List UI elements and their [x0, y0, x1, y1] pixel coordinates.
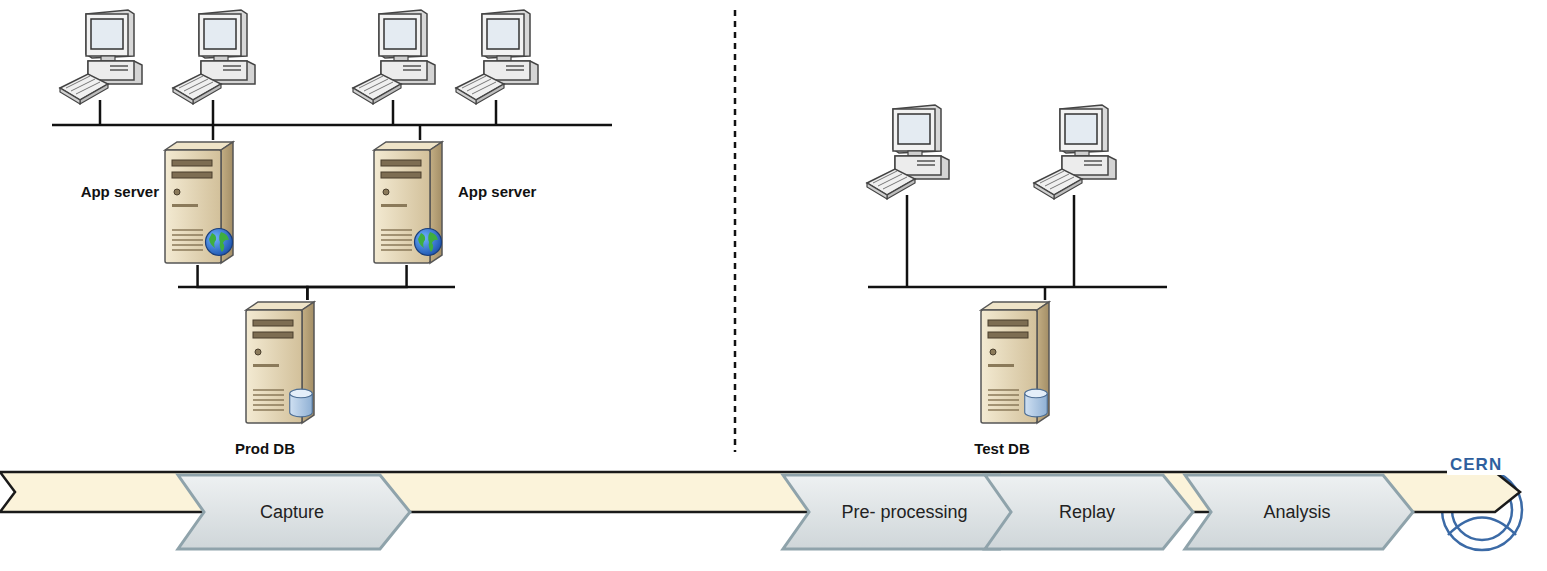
network-link	[198, 265, 308, 300]
production-network	[52, 100, 612, 287]
network-link	[307, 265, 406, 300]
step-label: Capture	[178, 475, 410, 549]
database-server: Test DB	[979, 300, 1051, 425]
server-label: App server	[51, 183, 159, 201]
client-drop	[392, 100, 395, 125]
web-globe	[206, 229, 233, 256]
workstation-icon	[173, 10, 255, 104]
process-step: Analysis	[1185, 475, 1413, 549]
web-globe	[415, 229, 442, 256]
separator-line	[734, 10, 737, 452]
client-bus	[52, 124, 612, 127]
database-server: Prod DB	[244, 300, 316, 425]
step-label: Replay	[985, 475, 1193, 549]
step-label: Pre- processing	[783, 475, 1030, 549]
logo-text: CERN	[1447, 455, 1505, 475]
chevron-outline	[1185, 475, 1413, 549]
server-label: App server	[458, 183, 578, 201]
server-icon	[246, 302, 314, 423]
chevron-outline	[178, 475, 410, 549]
process-step: Pre- processing	[783, 475, 1030, 549]
client-drop	[495, 100, 498, 125]
db-drop	[1044, 287, 1047, 300]
workstation-icon	[867, 105, 949, 199]
logo-arc	[1448, 518, 1516, 536]
server-icons	[165, 142, 1049, 423]
process-step: Replay	[985, 475, 1193, 549]
client-drop	[212, 100, 215, 140]
process-step: Capture	[178, 475, 410, 549]
workstation-icon	[456, 10, 538, 104]
app-server: App server	[372, 140, 444, 265]
step-label: Analysis	[1185, 475, 1413, 549]
server-icon	[981, 302, 1049, 423]
server-label: Test DB	[947, 440, 1057, 458]
server-label: Prod DB	[210, 440, 320, 458]
workstation-icon	[1034, 105, 1116, 199]
test-network	[868, 195, 1167, 300]
server-icon	[374, 142, 442, 263]
database-cylinder	[290, 389, 313, 417]
server-icon	[165, 142, 233, 263]
client-drop	[906, 195, 909, 287]
test-bus	[868, 286, 1167, 289]
chevron-outline	[985, 475, 1193, 549]
workstation-icon	[353, 10, 435, 104]
app-server: App server	[163, 140, 235, 265]
server-drop	[419, 125, 422, 140]
workstation-icon	[60, 10, 142, 104]
client-drop	[99, 100, 102, 125]
database-cylinder	[1025, 389, 1048, 417]
client-drop	[1073, 195, 1076, 287]
